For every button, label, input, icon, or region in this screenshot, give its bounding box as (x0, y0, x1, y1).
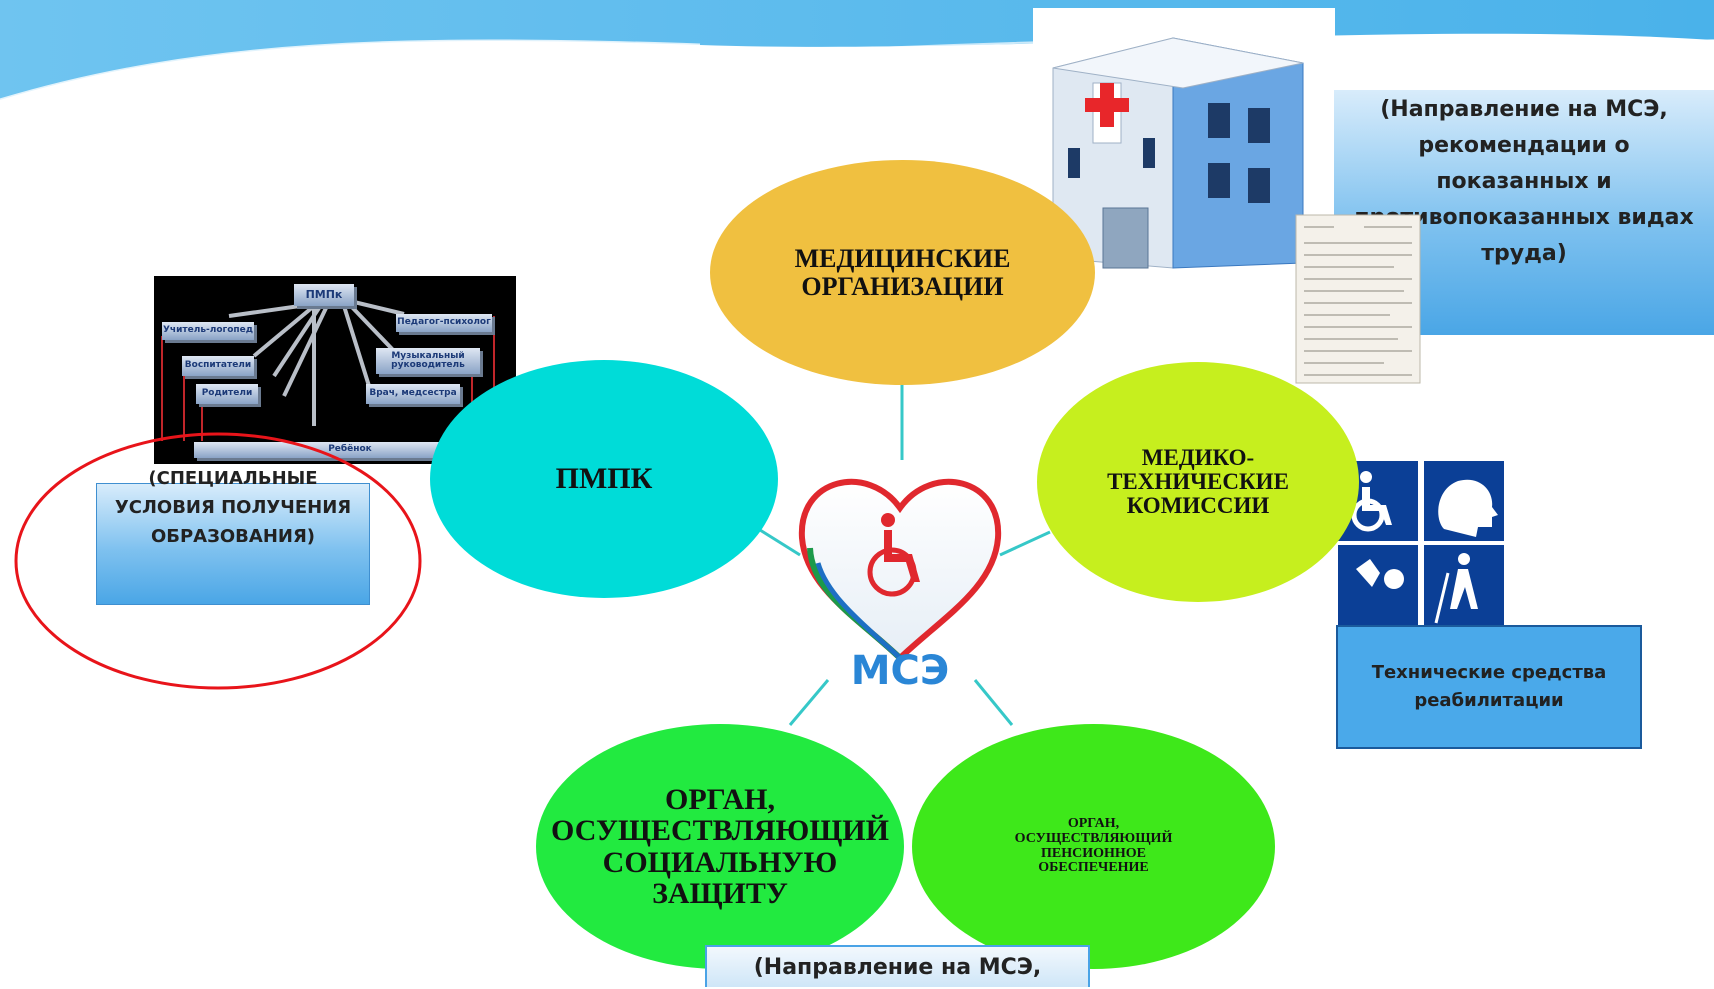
heart-icon (798, 479, 1002, 663)
note-right: Технические средства реабилитации (1336, 625, 1642, 749)
node-medical-organizations-label: МЕДИЦИНСКИЕ ОРГАНИЗАЦИИ (794, 244, 1011, 301)
pmpk-diagram-educators: Воспитатели (182, 356, 254, 376)
note-left (96, 483, 370, 605)
connector-bottom-left (788, 679, 830, 726)
note-left-label: (СПЕЦИАЛЬНЫЕ УСЛОВИЯ ПОЛУЧЕНИЯ ОБРАЗОВАН… (110, 464, 356, 551)
wheelchair-icon (1360, 471, 1372, 483)
node-social-protection-label: ОРГАН, ОСУЩЕСТВЛЯЮЩИЙ СОЦИАЛЬНУЮ ЗАЩИТУ (551, 782, 889, 910)
accessibility-icons-grid (1338, 461, 1504, 625)
pmpk-diagram-parents: Родители (196, 384, 258, 404)
note-bottom: (Направление на МСЭ, (705, 945, 1090, 987)
node-pension-label: ОРГАН, ОСУЩЕСТВЛЯЮЩИЙ ПЕНСИОННОЕ ОБЕСПЕЧ… (1014, 816, 1173, 876)
wheelchair-symbol-icon (881, 513, 920, 582)
mse-logo: МСЭ (798, 479, 1002, 692)
connector-bottom-right (973, 679, 1014, 726)
node-med-tech-commissions-label: МЕДИКО-ТЕХНИЧЕСКИЕ КОМИССИИ (1107, 444, 1289, 519)
node-pmpk-label: ПМПК (555, 462, 653, 496)
blind-person-icon (1458, 553, 1470, 565)
pmpk-diagram-teacher: Учитель-логопед (162, 322, 254, 340)
pmpk-diagram-arrows (161, 300, 495, 441)
hands-icon (1356, 559, 1380, 587)
node-pmpk: ПМПК (430, 360, 778, 598)
pmpk-diagram-top: ПМПк (294, 284, 354, 306)
accessibility-icons (1336, 459, 1506, 625)
note-right-text: Технические средства реабилитации (1371, 662, 1607, 711)
pmpk-diagram-psychologist: Педагог-психолог (396, 314, 492, 332)
node-medical-organizations: МЕДИЦИНСКИЕ ОРГАНИЗАЦИИ (710, 160, 1095, 385)
hospital-icon (1033, 8, 1335, 308)
connector-right (999, 530, 1051, 557)
node-social-protection: ОРГАН, ОСУЩЕСТВЛЯЮЩИЙ СОЦИАЛЬНУЮ ЗАЩИТУ (536, 724, 904, 969)
mse-logo-text: МСЭ (851, 648, 950, 692)
head-icon (1438, 479, 1498, 537)
highlight-circle (14, 432, 422, 690)
connector-left (759, 528, 801, 557)
pmpk-diagram-child: Ребёнок (194, 442, 506, 458)
note-bottom-text: (Направление на МСЭ, (753, 955, 1042, 980)
node-med-tech-commissions: МЕДИКО-ТЕХНИЧЕСКИЕ КОМИССИИ (1037, 362, 1359, 602)
document-page-icon (1295, 214, 1421, 384)
node-pension: ОРГАН, ОСУЩЕСТВЛЯЮЩИЙ ПЕНСИОННОЕ ОБЕСПЕЧ… (912, 724, 1275, 969)
note-left-text: (СПЕЦИАЛЬНЫЕ УСЛОВИЯ ПОЛУЧЕНИЯ ОБРАЗОВАН… (114, 468, 352, 547)
pmpk-diagram-doctor: Врач, медсестра (366, 384, 460, 404)
pmpk-diagram-music: Музыкальный руководитель (376, 348, 480, 374)
